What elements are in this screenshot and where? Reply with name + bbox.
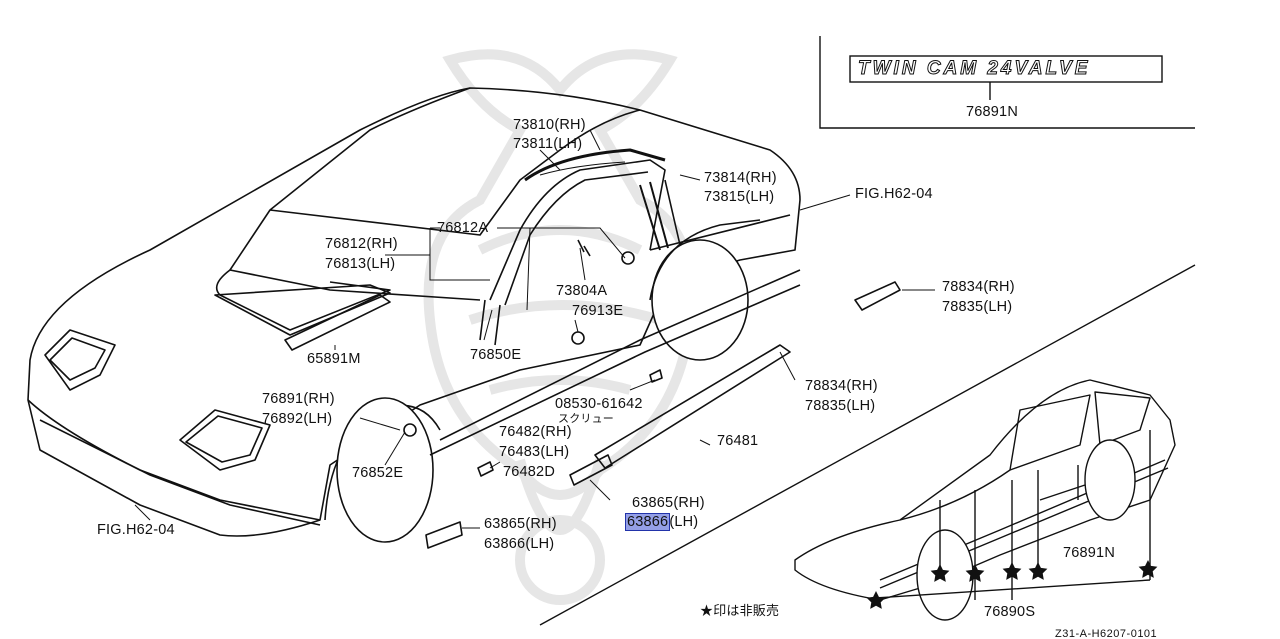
car-main [27,87,801,543]
label-63865-b[interactable]: 63865(RH) [484,516,557,532]
label-78834-top[interactable]: 78834(RH) [942,279,1015,295]
label-fig-h62-04-top[interactable]: FIG.H62-04 [855,186,933,202]
label-76850e[interactable]: 76850E [470,347,522,363]
label-76913e[interactable]: 76913E [572,303,624,319]
label-08530[interactable]: 08530-61642 [555,396,643,412]
label-76483[interactable]: 76483(LH) [499,444,570,460]
label-76892[interactable]: 76892(LH) [262,411,333,427]
inset-car [794,379,1176,621]
label-76482d[interactable]: 76482D [503,464,555,480]
label-78835-top[interactable]: 78835(LH) [942,299,1013,315]
star-markers [866,560,1158,609]
divider-line [539,264,1196,626]
label-76891n[interactable]: 76891N [966,104,1018,120]
label-08530-sub: スクリュー [558,413,614,425]
label-65891m[interactable]: 65891M [307,351,361,367]
not-sold-note: ★印は非販売 [700,603,780,618]
label-63865-a[interactable]: 63865(RH) [632,495,705,511]
watermark-logo [423,49,697,605]
label-73810[interactable]: 73810(RH) [513,117,586,133]
emblem-text: TWIN CAM 24VALVE [857,58,1091,80]
label-78834-mid[interactable]: 78834(RH) [805,378,878,394]
label-63866-b[interactable]: 63866(LH) [484,536,555,552]
label-76812a[interactable]: 76812A [437,220,489,236]
label-63866-a[interactable]: 63866(LH) [624,513,699,531]
label-73814[interactable]: 73814(RH) [704,170,777,186]
highlighted-part-number[interactable]: 63866 [624,513,671,531]
label-76812[interactable]: 76812(RH) [325,236,398,252]
diagram-reference-code: Z31-A-H6207-0101 [1055,628,1158,639]
label-76891n-inset[interactable]: 76891N [1063,545,1115,561]
label-78835-mid[interactable]: 78835(LH) [805,398,876,414]
emblem-inset [819,36,1195,129]
leader-lines [134,129,935,529]
parts [284,239,901,549]
label-73811[interactable]: 73811(LH) [513,136,583,152]
label-76852e[interactable]: 76852E [352,465,404,481]
label-73815[interactable]: 73815(LH) [704,189,775,205]
label-76482[interactable]: 76482(RH) [499,424,572,440]
label-76890s[interactable]: 76890S [984,604,1036,620]
label-73804a[interactable]: 73804A [556,283,608,299]
label-fig-h62-04-bottom[interactable]: FIG.H62-04 [97,522,175,538]
label-76891[interactable]: 76891(RH) [262,391,335,407]
label-76481[interactable]: 76481 [717,433,759,449]
label-63866-a-suffix: (LH) [669,514,699,530]
label-76813[interactable]: 76813(LH) [325,256,396,272]
